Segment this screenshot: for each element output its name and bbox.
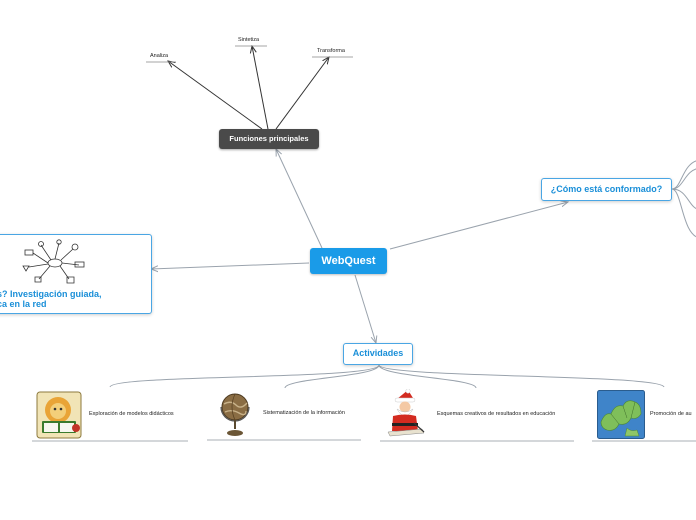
mindmap-sketch-icon (22, 239, 85, 284)
sub-topic-sintetiza[interactable]: Sintetiza (238, 37, 260, 43)
leaf-exploracion[interactable]: Exploración de modelos didácticos (89, 411, 174, 417)
europe-map-icon (597, 390, 645, 439)
leaf-promocion[interactable]: Promoción de au (650, 411, 692, 417)
reading-lion-icon (36, 391, 82, 439)
connector-conformado-branches (671, 160, 696, 237)
connector-conformado (389, 202, 568, 250)
connector-actividades-branches (109, 364, 665, 389)
connector-transforma (275, 57, 329, 130)
topic-funciones-principales[interactable]: Funciones principales (219, 129, 319, 149)
central-topic-webquest[interactable]: WebQuest (310, 248, 387, 274)
topic-investigacion-guiada[interactable]: s? Investigación guiada, ca en la red (0, 234, 152, 314)
sub-topic-transforma[interactable]: Transforma (317, 48, 345, 54)
globe-icon (220, 393, 250, 436)
connector-analiza (168, 61, 263, 130)
leaf-sistematizacion[interactable]: Sistematización de la información (263, 410, 345, 416)
connector-left-topic (151, 262, 310, 269)
leaf-esquemas[interactable]: Esquemas creativos de resultados en educ… (437, 411, 556, 417)
writing-santa-icon (387, 389, 425, 437)
topic-investigacion-line-1: s? Investigación guiada, (0, 289, 102, 299)
connector-funciones (276, 149, 323, 249)
connector-sintetiza (252, 46, 269, 130)
topic-actividades[interactable]: Actividades (343, 343, 413, 365)
connector-actividades (354, 274, 376, 343)
topic-como-esta-conformado[interactable]: ¿Cómo está conformado? (541, 178, 672, 201)
sub-topic-analiza[interactable]: Analiza (150, 53, 169, 59)
topic-investigacion-line-2: ca en la red (0, 298, 47, 309)
